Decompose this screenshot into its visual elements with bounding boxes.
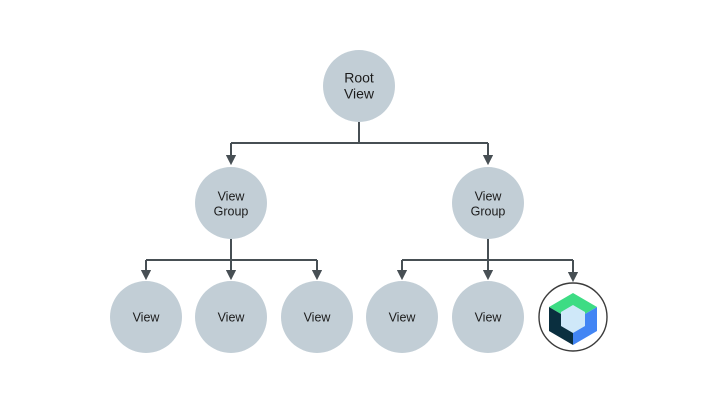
- node-view-2-label: View: [218, 310, 246, 324]
- node-view-2-circle: [195, 281, 267, 353]
- node-root-view-label-line2: View: [344, 86, 375, 102]
- jetpack-compose-logo: [549, 293, 597, 345]
- node-view-group-left-label-line1: View: [218, 189, 246, 203]
- node-view-4[interactable]: View: [366, 281, 438, 353]
- node-view-group-right-label-line2: Group: [471, 204, 506, 218]
- node-view-5-circle: [452, 281, 524, 353]
- node-view-1-label: View: [133, 310, 161, 324]
- connectors-left-group-to-views: [140, 239, 323, 281]
- node-root-view[interactable]: Root View: [323, 50, 395, 122]
- connectors-root-to-groups: [225, 122, 494, 166]
- node-root-view-circle: [323, 50, 395, 122]
- node-view-1[interactable]: View: [110, 281, 182, 353]
- node-view-group-right[interactable]: View Group: [452, 167, 524, 239]
- compose-logo-inner-hexagon: [561, 305, 585, 333]
- node-view-5[interactable]: View: [452, 281, 524, 353]
- node-view-4-label: View: [389, 310, 417, 324]
- node-view-4-circle: [366, 281, 438, 353]
- node-view-3[interactable]: View: [281, 281, 353, 353]
- node-view-group-right-label-line1: View: [475, 189, 503, 203]
- node-view-group-left-circle: [195, 167, 267, 239]
- node-compose[interactable]: [538, 282, 608, 352]
- node-root-view-label-line1: Root: [344, 70, 374, 86]
- node-view-3-circle: [281, 281, 353, 353]
- node-view-2[interactable]: View: [195, 281, 267, 353]
- node-view-5-label: View: [475, 310, 503, 324]
- node-view-group-left-label-line2: Group: [214, 204, 249, 218]
- node-view-group-left[interactable]: View Group: [195, 167, 267, 239]
- node-view-group-right-circle: [452, 167, 524, 239]
- node-view-1-circle: [110, 281, 182, 353]
- node-view-3-label: View: [304, 310, 332, 324]
- connectors-right-group-to-views: [396, 239, 579, 283]
